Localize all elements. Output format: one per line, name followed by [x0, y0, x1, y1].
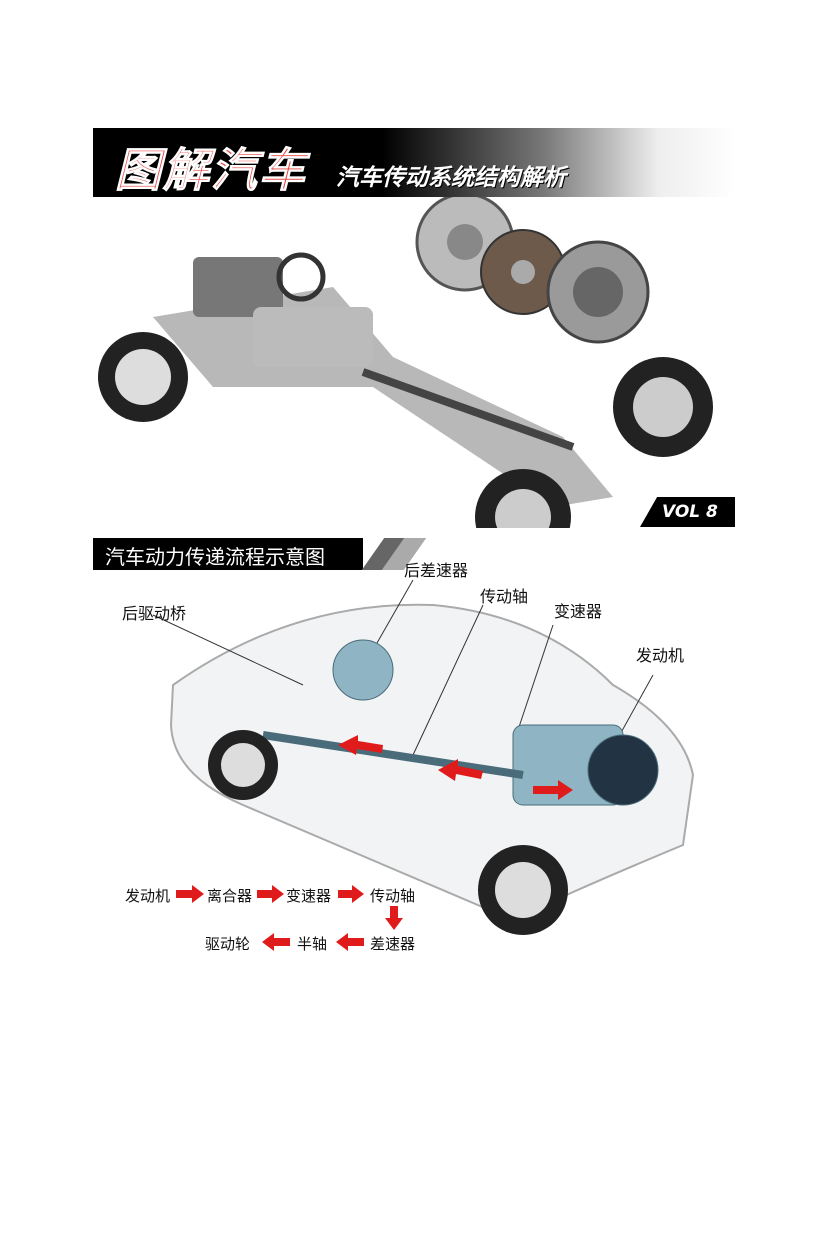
section-title: 汽车动力传递流程示意图	[105, 545, 325, 569]
banner-subtitle: 汽车传动系统结构解析	[336, 165, 566, 191]
label-rear-axle: 后驱动桥	[122, 604, 187, 623]
power-flow-arrows	[338, 735, 573, 800]
flow-step: 驱动轮	[205, 935, 251, 953]
flow-step: 发动机	[125, 887, 171, 905]
chassis-image	[153, 252, 613, 507]
wheels-image	[98, 332, 713, 528]
banner-title: 图解汽车	[115, 143, 307, 198]
label-transmission: 变速器	[554, 602, 603, 621]
car-xray-illustration	[152, 579, 695, 935]
title-banner: 图解汽车 汽车传动系统结构解析	[93, 128, 735, 198]
section-header: 汽车动力传递流程示意图	[93, 538, 427, 570]
flow-step: 变速器	[286, 887, 332, 905]
volume-badge: VOL 8	[640, 497, 735, 527]
drivetrain	[262, 639, 659, 806]
callout-lines	[152, 579, 654, 766]
volume-text: VOL 8	[662, 502, 718, 522]
flow-step: 半轴	[297, 935, 328, 953]
wheels	[208, 730, 568, 935]
flow-step: 传动轴	[370, 887, 416, 905]
flow-step: 离合器	[207, 887, 253, 905]
flow-step: 差速器	[370, 935, 416, 953]
label-rear-differential: 后差速器	[404, 561, 469, 580]
label-drive-shaft: 传动轴	[480, 587, 529, 606]
drivetrain-photo	[98, 197, 713, 528]
clutch-parts-image	[415, 197, 650, 344]
label-engine: 发动机	[636, 646, 685, 665]
